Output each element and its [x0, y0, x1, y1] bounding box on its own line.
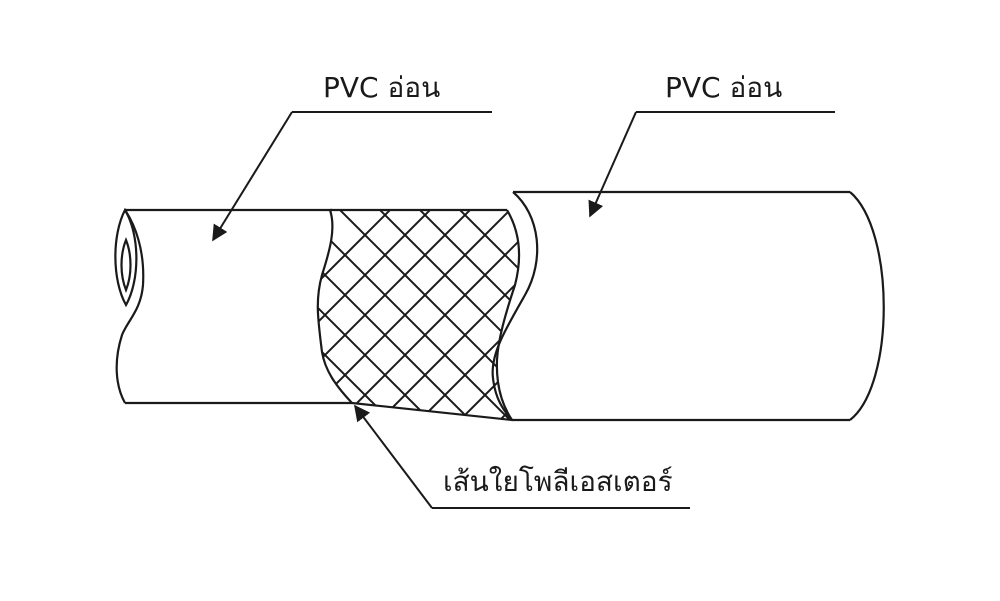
callout-outer-arrow	[588, 111, 637, 218]
callout-braid	[354, 404, 690, 509]
callout-inner-arrow	[212, 111, 293, 242]
callout-inner-layer	[212, 111, 492, 242]
inner-tube-bore-inner	[120, 237, 132, 293]
inner-layer-label: PVC อ่อน	[323, 71, 441, 104]
braid-left-wavy-edge	[316, 209, 353, 404]
outer-layer-label: PVC อ่อน	[665, 71, 783, 104]
reinforcement-label: เส้นใยโพลีเอสเตอร์	[443, 465, 673, 498]
polyester-braid	[316, 208, 519, 422]
outer-cover	[491, 190, 885, 422]
outer-cover-right-end	[849, 191, 885, 421]
inner-tube	[114, 207, 352, 405]
inner-tube-bore-outer	[114, 207, 138, 308]
braid-bottom-edge	[351, 401, 513, 422]
callout-braid-arrow	[354, 404, 433, 509]
inner-tube-left-end	[115, 209, 145, 404]
outer-cover-cut-outer	[491, 191, 539, 421]
outer-cover-cut-inner	[495, 209, 521, 421]
callouts	[212, 111, 835, 509]
callout-outer-layer	[588, 111, 835, 218]
